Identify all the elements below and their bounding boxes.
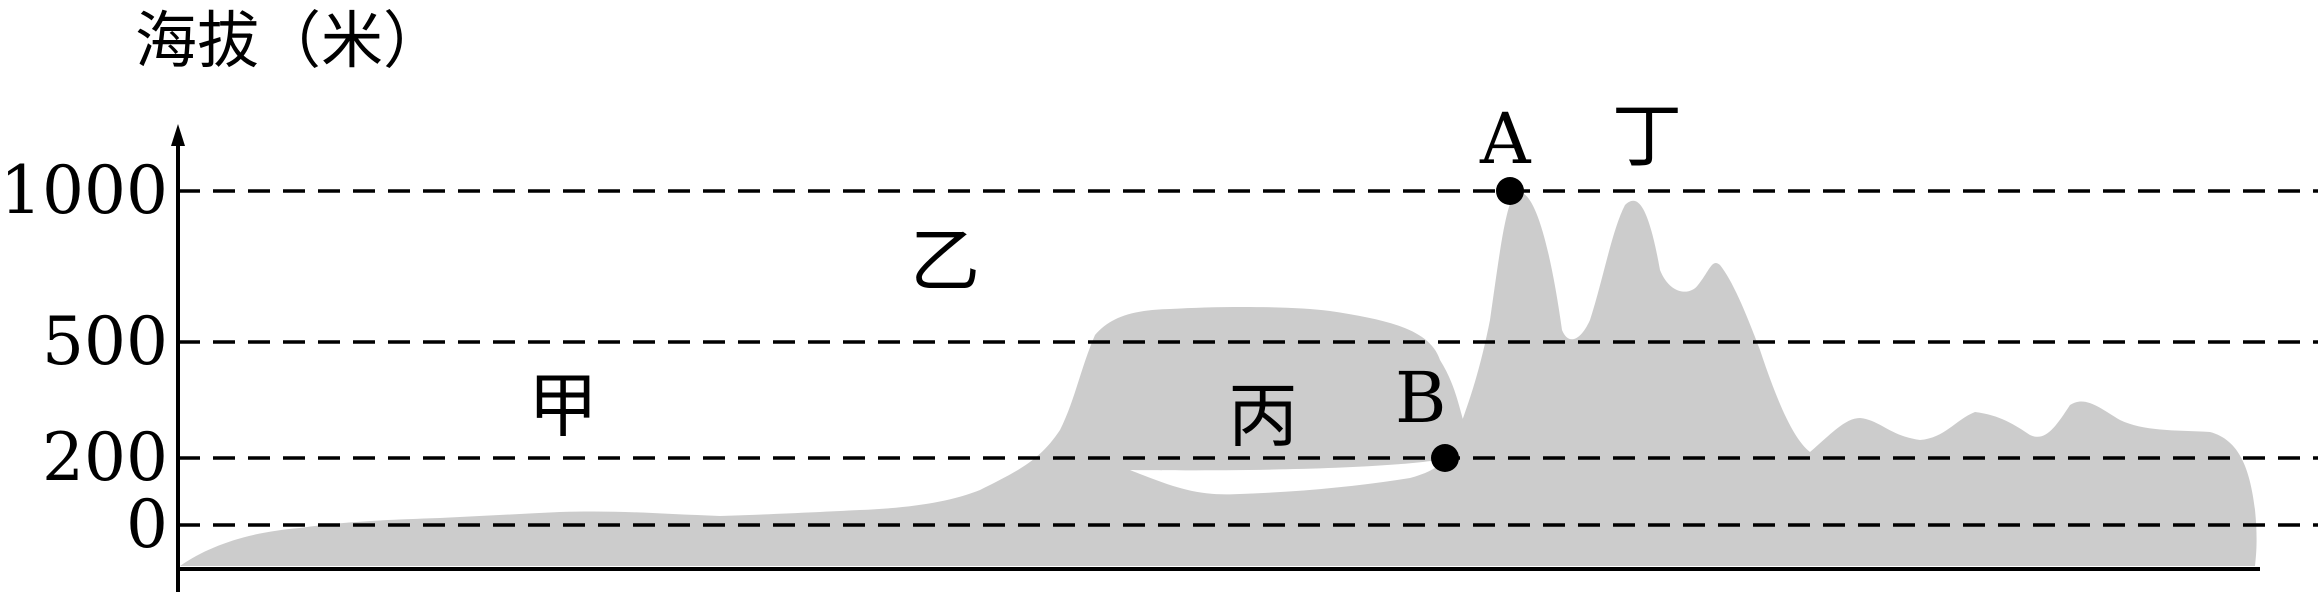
point-b-marker	[1431, 444, 1459, 472]
point-b-label: B	[1395, 357, 1446, 439]
region-label-jia: 甲	[528, 365, 598, 447]
axis-title: 海拔（米）	[135, 4, 445, 77]
point-a-marker	[1496, 177, 1524, 205]
elevation-grid	[178, 189, 2318, 527]
y-axis-arrow	[171, 124, 185, 146]
tick-label-500: 500	[42, 303, 168, 380]
terrain-profile	[180, 192, 2257, 567]
tick-label-200: 200	[42, 419, 168, 496]
region-label-yi: 乙	[910, 220, 980, 302]
region-label-bing: 丙	[1228, 375, 1298, 457]
tick-label-0: 0	[126, 486, 168, 563]
point-a-label: A	[1479, 98, 1532, 180]
region-label-ding: 丁	[1612, 95, 1682, 177]
tick-label-1000: 1000	[0, 152, 168, 229]
